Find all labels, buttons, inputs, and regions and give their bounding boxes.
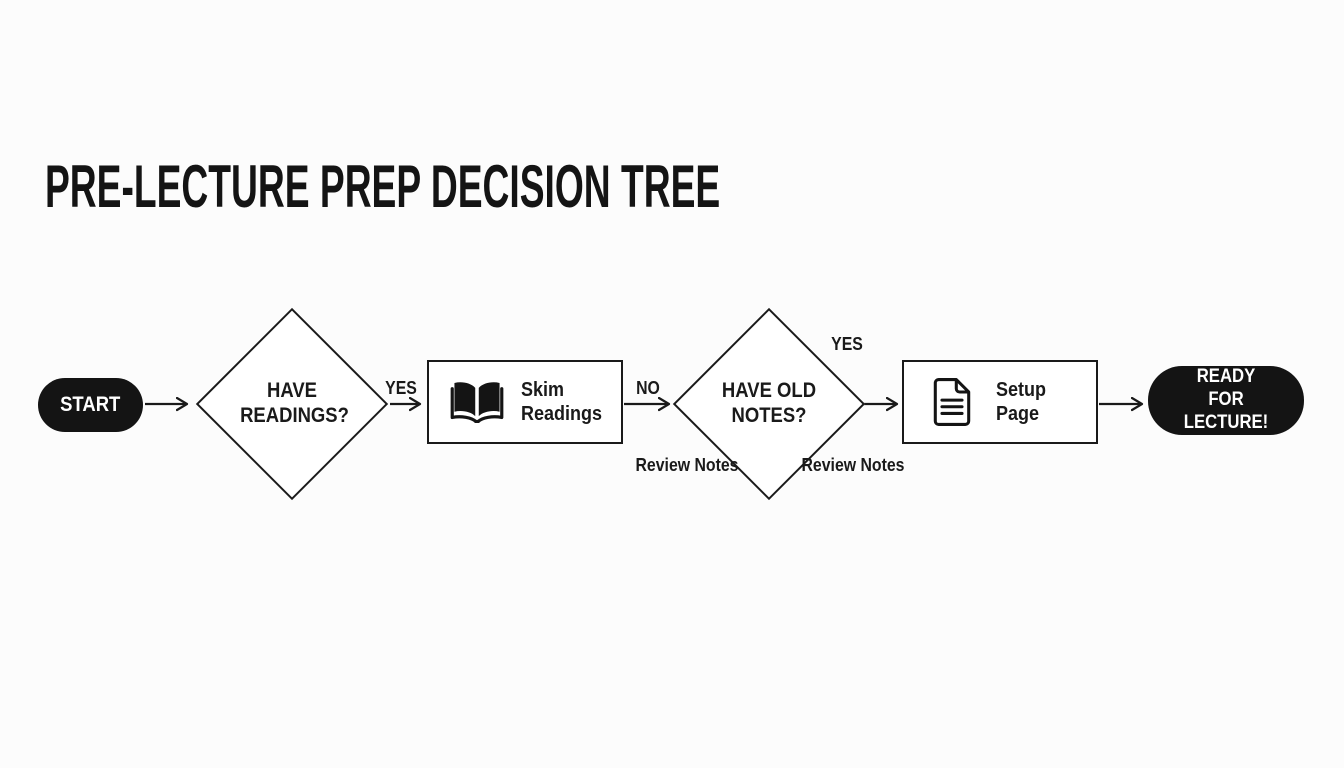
node-have-old-notes-label: HAVE OLD NOTES? — [721, 379, 817, 427]
edge-label-review-notes-left: Review Notes — [635, 455, 739, 475]
node-skim-readings-label: Skim Readings — [521, 379, 603, 425]
edge-label-yes-1: YES — [385, 378, 417, 398]
document-icon — [924, 377, 980, 427]
node-ready[interactable]: READY FOR LECTURE! — [1148, 366, 1304, 435]
node-have-old-notes[interactable]: HAVE OLD NOTES? — [672, 307, 866, 501]
node-setup-page-label: Setup Page — [996, 379, 1047, 425]
node-setup-page[interactable]: Setup Page — [902, 360, 1098, 444]
page-title: PRE-LECTURE PREP DECISION TREE — [45, 153, 721, 220]
node-skim-readings[interactable]: Skim Readings — [427, 360, 623, 444]
edge-label-yes-2: YES — [831, 334, 863, 354]
node-ready-label: READY FOR LECTURE! — [1183, 366, 1269, 433]
node-have-readings[interactable]: HAVE READINGS? — [195, 307, 389, 501]
edge-label-no-1: NO — [636, 378, 660, 398]
node-have-readings-label: HAVE READINGS? — [240, 379, 349, 427]
node-start[interactable]: START — [38, 378, 143, 432]
node-start-label: START — [60, 393, 121, 416]
open-book-icon — [449, 379, 505, 425]
edge-label-review-notes-right: Review Notes — [801, 455, 905, 475]
